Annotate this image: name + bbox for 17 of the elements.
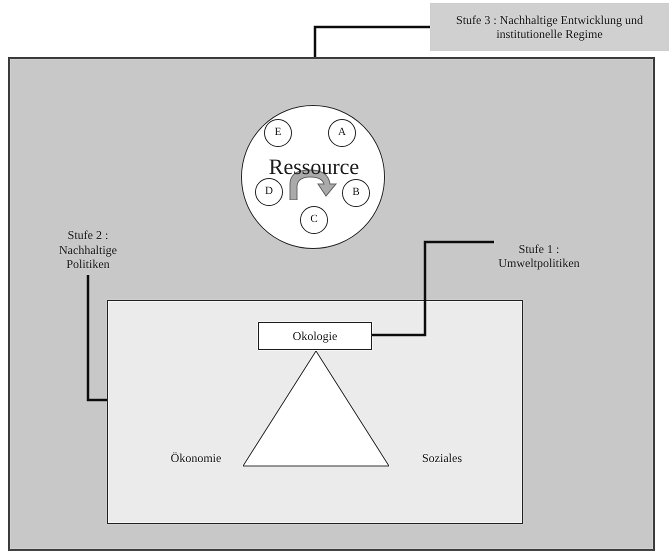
pillar-box: Okologie: [258, 322, 372, 350]
actor-circle: D: [255, 178, 283, 206]
leader-line: [86, 275, 107, 402]
outer-panel: [8, 57, 655, 551]
leader-line: [314, 26, 430, 57]
level-label-box: Stufe 3 : Nachhaltige Entwicklung und institutionelle Regime: [430, 3, 669, 51]
corner-label: Soziales: [421, 451, 463, 466]
actor-circle: B: [342, 179, 370, 207]
actor-circle: A: [328, 119, 356, 147]
actor-circle: C: [300, 206, 328, 234]
actor-circle: E: [264, 119, 292, 147]
corner-label: Ökonomie: [170, 451, 222, 466]
resource-label: Ressource: [268, 154, 360, 180]
leader-line: [372, 240, 494, 336]
level-label: Stufe 1 : Umweltpolitiken: [494, 238, 584, 274]
level-label: Stufe 2 : Nachhaltige Politiken: [48, 225, 128, 275]
inner-panel: [107, 300, 523, 524]
